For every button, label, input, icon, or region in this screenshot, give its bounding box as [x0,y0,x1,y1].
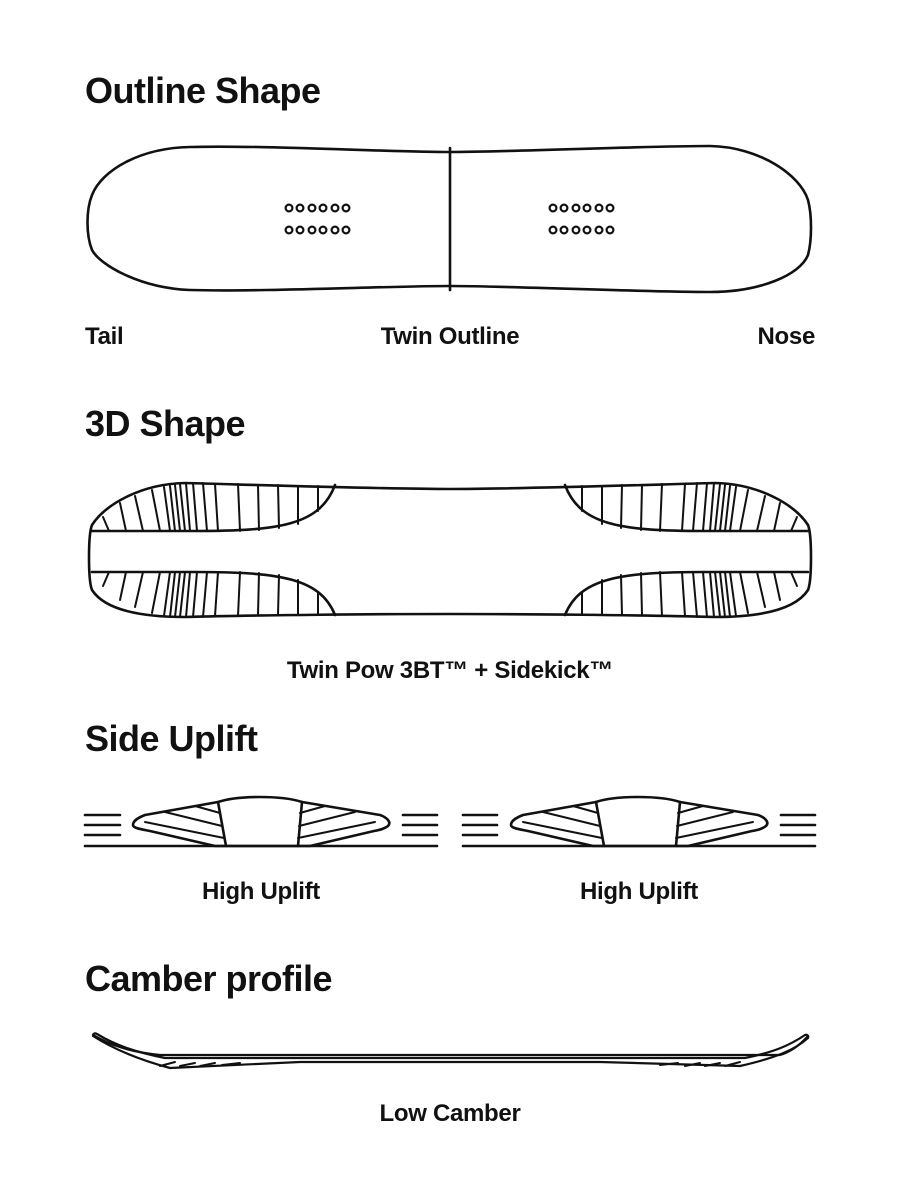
outline-shape-diagram [86,144,813,294]
insert-holes-nose [548,203,615,235]
3d-shape-caption: Twin Pow 3BT™ + Sidekick™ [286,657,614,684]
insert-holes-tail [284,203,351,235]
camber-profile-diagram [91,1032,810,1070]
tail-hatching-top [102,482,319,532]
nose-label: Nose [757,323,816,350]
tail-label: Tail [85,323,124,350]
3d-shape-diagram [87,481,813,619]
camber-caption: Low Camber [379,1100,521,1127]
outline-shape-heading: Outline Shape [85,70,321,111]
left-uplift-caption: High Uplift [201,878,320,905]
nose-hatching-bottom [581,571,798,618]
camber-hatching [159,1061,741,1067]
3d-shape-heading: 3D Shape [85,403,246,444]
camber-profile-heading: Camber profile [85,958,333,999]
nose-hatching-top [581,482,798,532]
side-uplift-left-diagram [83,795,439,848]
side-uplift-right-diagram [461,795,817,848]
right-uplift-caption: High Uplift [579,878,698,905]
tail-hatching-bottom [102,571,319,618]
twin-outline-label: Twin Outline [380,323,520,350]
side-uplift-heading: Side Uplift [85,718,258,759]
